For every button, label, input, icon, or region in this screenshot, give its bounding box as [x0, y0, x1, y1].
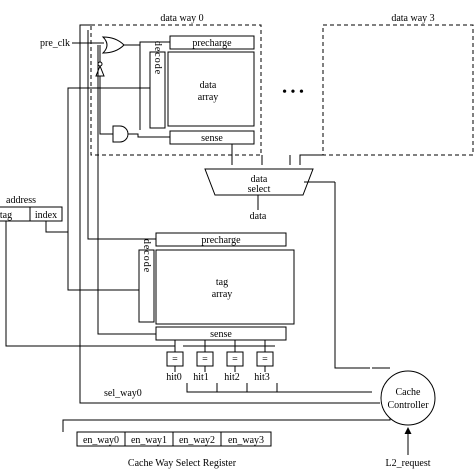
precharge-top-label: precharge [192, 38, 232, 49]
data-way0-label: data way 0 [160, 13, 203, 24]
register-caption: Cache Way Select Register [128, 458, 237, 469]
or-gate-icon [101, 36, 125, 54]
data-select-label-1: data [251, 174, 268, 185]
tag-array-box [155, 249, 295, 325]
data-array-label-2: array [198, 92, 219, 103]
sense-top-label: sense [201, 133, 223, 144]
and-gate-icon [112, 125, 129, 143]
ways-ellipsis: • • • [282, 85, 304, 100]
data-array-label-1: data [200, 80, 217, 91]
address-wires [5, 87, 175, 347]
comparator-1-label: = [202, 354, 208, 365]
address-register [0, 206, 63, 222]
data-way3-boundary [322, 24, 474, 156]
data-array-box [167, 51, 255, 127]
controller-to-register-wire [62, 418, 391, 432]
comparator-2-label: = [232, 354, 238, 365]
decode-tag-box [138, 249, 155, 323]
precharge-tag-label: precharge [201, 235, 241, 246]
sel-way-wires [79, 24, 390, 404]
sense-tag-label: sense [210, 329, 232, 340]
hit-wires [174, 366, 372, 393]
data-way3-label: data way 3 [391, 13, 434, 24]
wires-data-way0 [72, 30, 170, 138]
tag-field: tag [0, 210, 12, 221]
data-way0-boundary [90, 24, 262, 156]
hit0-label: hit0 [166, 372, 182, 383]
address-label: address [6, 195, 36, 206]
comparator-row [174, 340, 275, 352]
en-way3-field: en_way3 [228, 435, 264, 446]
cache-controller [380, 370, 436, 426]
cache-controller-label-1: Cache [396, 387, 422, 398]
decode-top-box [149, 51, 166, 129]
decode-tag-label: decode [141, 239, 152, 273]
comparator-0-label: = [172, 354, 178, 365]
comparator-3-label: = [262, 354, 268, 365]
hit3-label: hit3 [254, 372, 270, 383]
data-select-label-2: select [248, 184, 271, 195]
tag-array-label-2: array [212, 289, 233, 300]
hit2-label: hit2 [224, 372, 240, 383]
tag-array-label-1: tag [216, 277, 228, 288]
tag-clock-wires [87, 43, 156, 335]
data-way-outputs [231, 144, 323, 165]
index-field: index [35, 210, 57, 221]
sel-way0-label: sel_way0 [104, 388, 142, 399]
inverter-bubble-icon [97, 61, 103, 67]
cache-controller-label-2: Controller [387, 400, 429, 411]
hit1-label: hit1 [193, 372, 209, 383]
en-way1-field: en_way1 [131, 435, 167, 446]
l2-request-label: L2_request [386, 458, 431, 469]
decode-top-label: decode [152, 41, 163, 75]
inverter-icon [95, 64, 105, 77]
en-way2-field: en_way2 [179, 435, 215, 446]
data-out-label: data [250, 211, 267, 222]
pre-clk-label: pre_clk [40, 38, 70, 49]
en-way0-field: en_way0 [83, 435, 119, 446]
data-select-mux [204, 168, 314, 196]
